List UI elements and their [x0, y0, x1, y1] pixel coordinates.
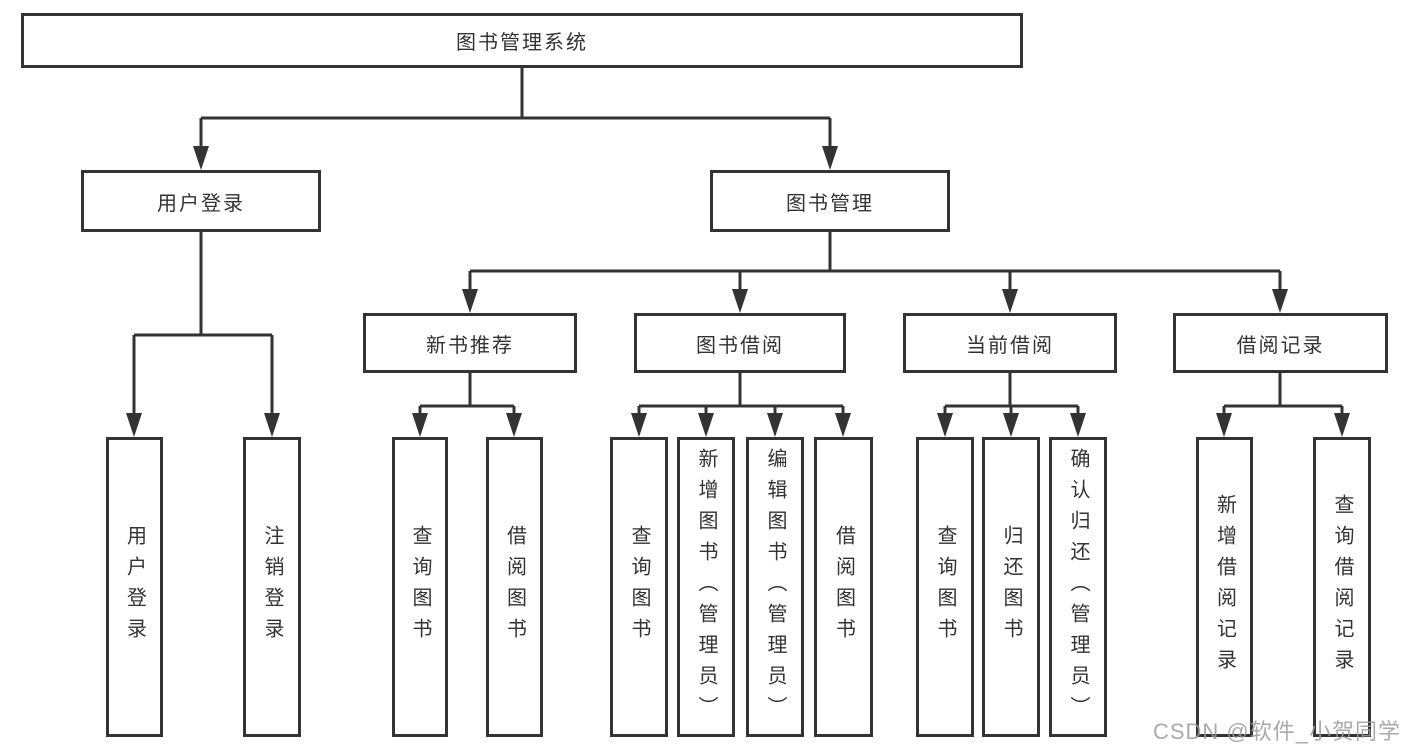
node-query-books-borrow: 查询图书 [610, 437, 668, 737]
node-query-books-recommend: 查询图书 [392, 437, 448, 737]
node-book-management: 图书管理 [710, 170, 950, 232]
csdn-watermark: CSDN @软件_小贺同学 [1152, 719, 1401, 744]
node-user-login-leaf: 用户登录 [106, 437, 163, 737]
node-query-borrow-record: 查询借阅记录 [1313, 437, 1371, 737]
node-borrow-books-recommend: 借阅图书 [486, 437, 543, 737]
node-user-login: 用户登录 [81, 170, 321, 232]
node-library-system: 图书管理系统 [21, 13, 1023, 68]
node-new-book-recommend: 新书推荐 [363, 313, 577, 373]
node-book-borrowing-label: 图书借阅 [696, 334, 784, 357]
node-book-management-label: 图书管理 [786, 192, 874, 215]
node-logout-leaf: 注销登录 [243, 437, 301, 737]
node-query-books-current: 查询图书 [916, 437, 974, 737]
node-user-login-label: 用户登录 [157, 192, 245, 215]
node-library-system-label: 图书管理系统 [456, 32, 588, 54]
node-add-borrow-record: 新增借阅记录 [1196, 437, 1253, 737]
node-borrowing-records: 借阅记录 [1173, 313, 1388, 373]
node-book-borrowing: 图书借阅 [634, 313, 846, 373]
node-borrowing-records-label: 借阅记录 [1236, 334, 1325, 357]
node-current-borrowing-label: 当前借阅 [966, 334, 1054, 357]
node-edit-book-admin: 编辑图书（管理员） [746, 437, 804, 737]
node-new-book-recommend-label: 新书推荐 [426, 334, 514, 357]
node-add-book-admin: 新增图书（管理员） [677, 437, 735, 737]
node-return-book: 归还图书 [982, 437, 1040, 737]
node-confirm-return-admin: 确认归还（管理员） [1049, 437, 1107, 737]
node-borrow-books-leaf: 借阅图书 [814, 437, 873, 737]
node-current-borrowing: 当前借阅 [903, 313, 1117, 373]
